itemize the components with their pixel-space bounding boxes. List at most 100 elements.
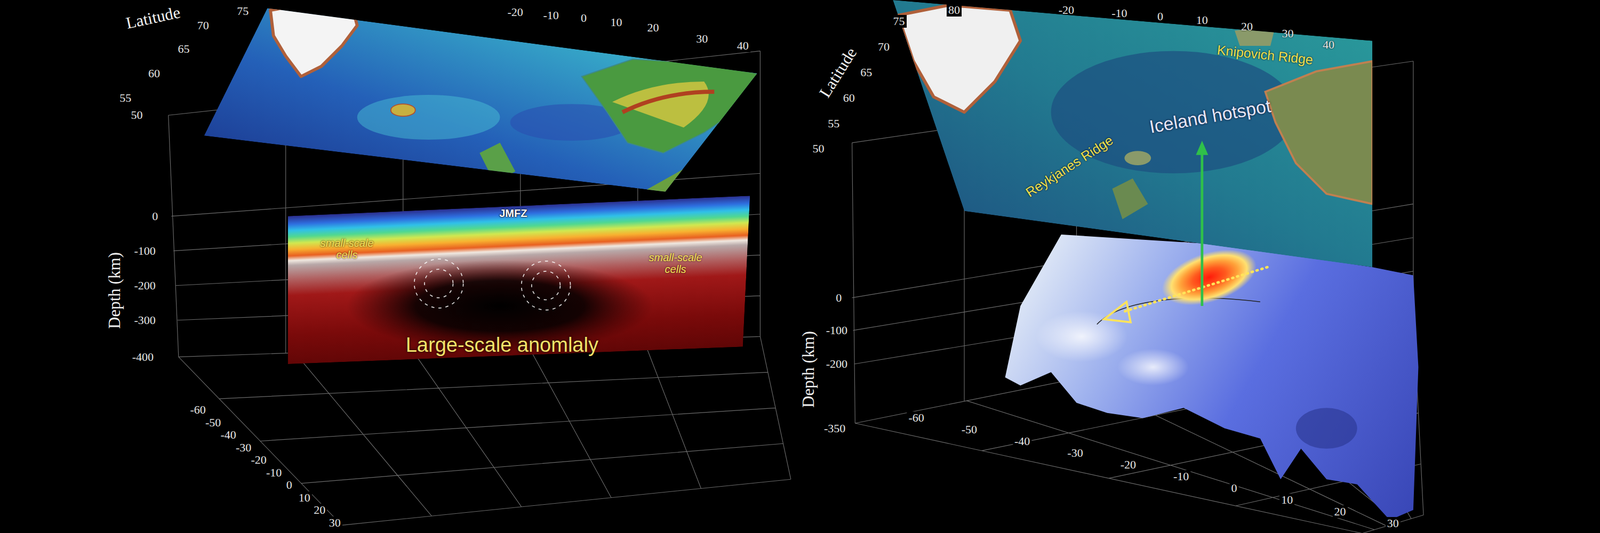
europe <box>642 101 757 199</box>
tick-label: 75 <box>891 14 907 28</box>
lab-surface <box>1005 234 1419 521</box>
tick-label: 70 <box>195 19 211 32</box>
greenland-ice <box>898 5 1021 113</box>
flow-cell <box>521 261 571 311</box>
tick-label: 60 <box>146 67 162 80</box>
tick-label: -60 <box>188 403 208 417</box>
surface-patch <box>1117 348 1189 386</box>
grid-floor-left <box>178 336 791 526</box>
mountains <box>622 91 715 112</box>
britain <box>1112 178 1148 220</box>
figure-panels <box>168 0 1424 533</box>
tick-label: 30 <box>1385 517 1401 531</box>
map-annotation: small-scale cells <box>641 251 711 276</box>
tick-label: 75 <box>235 4 251 18</box>
tick-label: 65 <box>858 66 874 79</box>
map-annotation: JMFZ <box>499 208 527 219</box>
mantle-section <box>288 195 751 365</box>
tick-label: -200 <box>824 357 850 371</box>
map-annotation: Large-scale anomlaly <box>405 334 599 356</box>
map-annotation: small-scale cells <box>312 237 382 261</box>
axis-title: Depth (km) <box>105 250 124 332</box>
tick-label: -10 <box>541 9 560 22</box>
tick-label: 0 <box>1229 482 1239 495</box>
highlands <box>612 81 709 128</box>
tick-label: 40 <box>1321 38 1336 52</box>
tick-label: -50 <box>960 423 979 437</box>
topography-map <box>892 0 1373 268</box>
tick-label: 55 <box>117 91 133 105</box>
flow-arrowhead <box>1104 301 1131 323</box>
flow-cell <box>424 269 454 299</box>
plume-arrow <box>1200 153 1204 307</box>
tick-label: -50 <box>203 416 223 430</box>
axis-title: Latitude <box>122 2 184 32</box>
flow-cells <box>414 259 571 311</box>
tick-label: -300 <box>132 314 158 327</box>
tick-label: 0 <box>1155 10 1165 23</box>
tick-label: 20 <box>1332 505 1348 519</box>
tick-label: 65 <box>176 42 191 56</box>
tick-label: 10 <box>297 491 312 505</box>
tick-label: 60 <box>841 91 857 105</box>
flow-path <box>1122 267 1268 312</box>
plume-arrowhead <box>1195 140 1208 156</box>
tick-label: -350 <box>822 422 847 436</box>
tick-label: -10 <box>264 466 284 480</box>
tick-label: 30 <box>1280 27 1296 40</box>
tick-label: -10 <box>1171 470 1191 484</box>
tick-label: -40 <box>219 428 238 442</box>
tick-label: 0 <box>579 11 589 25</box>
tick-label: 50 <box>810 142 826 156</box>
tick-label: -30 <box>1065 446 1085 460</box>
tick-label: 10 <box>609 16 624 29</box>
tick-label: 30 <box>327 516 343 530</box>
surface-patch <box>1296 408 1358 450</box>
tick-label: -30 <box>234 441 253 455</box>
axis-title: Depth (km) <box>799 329 818 411</box>
tick-label: 10 <box>1194 13 1210 27</box>
tick-label: -20 <box>1057 3 1076 17</box>
svalbard <box>1234 25 1276 46</box>
hot-anomaly <box>1155 238 1264 316</box>
surface-patch <box>1035 311 1128 363</box>
topography-map <box>204 4 758 199</box>
britain <box>479 142 516 184</box>
tick-label: 70 <box>876 40 892 54</box>
tick-label: 55 <box>826 117 842 131</box>
tick-label: 20 <box>645 21 661 35</box>
tick-label: 80 <box>946 3 962 17</box>
tick-label: 20 <box>312 504 327 517</box>
tick-label: 20 <box>1239 20 1255 34</box>
map-annotation: Iceland hotspot <box>1148 96 1273 136</box>
greenland-ice <box>270 4 358 77</box>
iceland <box>1124 150 1151 166</box>
tick-label: 50 <box>129 108 144 122</box>
tick-label: 10 <box>1279 493 1295 507</box>
tick-label: 0 <box>284 478 294 492</box>
surface <box>1005 234 1419 521</box>
tick-label: -20 <box>506 5 525 19</box>
tick-label: -10 <box>1109 6 1129 20</box>
tick-label: -100 <box>824 324 850 338</box>
tick-label: -20 <box>1118 458 1138 472</box>
tick-label: -400 <box>130 350 156 364</box>
section-bands <box>288 195 751 365</box>
map-annotation: Reykjanes Ridge <box>1023 133 1116 200</box>
scandinavia <box>581 59 758 154</box>
tick-label: 30 <box>694 32 710 46</box>
shelf <box>357 94 501 140</box>
tick-label: 0 <box>834 291 844 305</box>
iceland <box>390 104 416 117</box>
scandinavia <box>1265 61 1373 205</box>
map-annotation: Knipovich Ridge <box>1216 43 1314 67</box>
tick-label: -100 <box>132 244 158 258</box>
tick-label: -200 <box>132 279 158 293</box>
tick-label: 40 <box>735 39 751 53</box>
flow-cell <box>531 271 561 301</box>
hotspot-anomaly <box>1097 140 1268 325</box>
tick-label: -40 <box>1012 435 1032 448</box>
tick-label: -20 <box>249 453 269 467</box>
tick-label: 0 <box>150 210 160 223</box>
tick-label: -60 <box>906 411 926 425</box>
